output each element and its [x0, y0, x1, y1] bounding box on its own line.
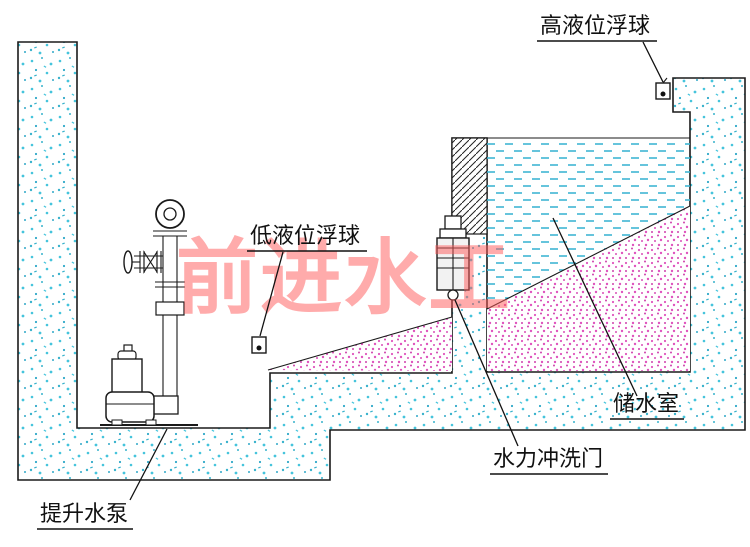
watermark-text: 前进水工 — [176, 231, 512, 326]
outflow-sediment-wedge — [267, 316, 453, 371]
pipe-outlet-ring-inner — [163, 207, 177, 221]
sediment-fill — [487, 206, 690, 371]
gate-hinge — [447, 289, 459, 301]
leader-low-float — [259, 251, 284, 337]
pump-volute — [105, 391, 155, 423]
leader-lift-pump — [129, 428, 168, 501]
wedge-slope-line — [267, 316, 453, 371]
valve-handwheel — [123, 250, 133, 274]
label-flush-gate: 水力冲洗门 — [493, 447, 603, 472]
pump-foot-right — [145, 419, 157, 426]
label-high-float: 高液位浮球 — [540, 14, 650, 39]
label-low-float: 低液位浮球 — [250, 224, 360, 249]
pipe-outlet-ring — [155, 199, 185, 229]
label-storage-room: 储水室 — [613, 392, 679, 417]
low-level-float — [251, 336, 267, 354]
gate-valve-symbol — [143, 250, 158, 274]
concrete-structure — [17, 41, 746, 481]
diagram-labels: 高液位浮球 低液位浮球 储水室 水力冲洗门 提升水泵 — [37, 14, 684, 530]
pipe-coupling — [155, 301, 185, 316]
hydraulic-flush-gate — [436, 215, 470, 301]
leader-high-float — [642, 41, 664, 83]
gate-top-box — [444, 215, 462, 230]
high-float-wire — [662, 77, 668, 84]
pump-foot-left — [111, 419, 123, 426]
high-float-dot — [660, 91, 666, 97]
label-lift-pump: 提升水泵 — [40, 502, 128, 527]
leader-lines — [129, 41, 664, 501]
pump-motor — [111, 358, 143, 395]
leader-flush-gate — [454, 299, 519, 447]
low-float-dot — [256, 345, 262, 351]
chamber-sediment — [486, 205, 691, 371]
sediment-slope-line — [486, 205, 691, 310]
high-level-float — [655, 77, 671, 100]
lift-pump-assembly — [100, 199, 198, 426]
leader-storage-room — [552, 217, 638, 397]
high-float-body — [655, 82, 671, 100]
low-float-body — [251, 336, 267, 354]
